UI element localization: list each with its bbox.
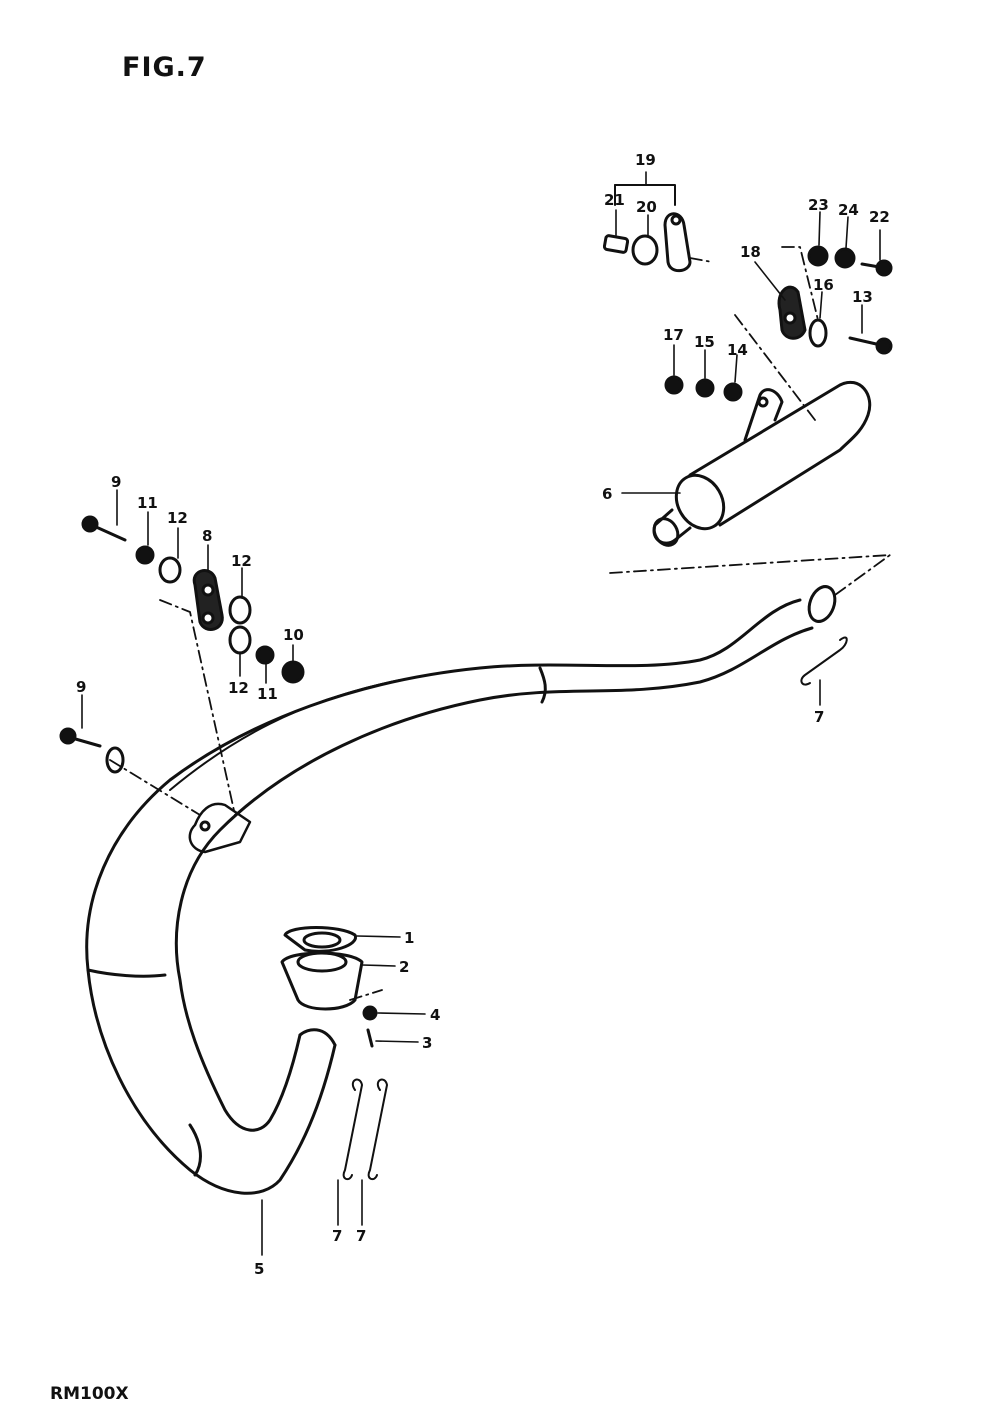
callout-22: 22 — [869, 208, 890, 226]
leader-lines — [81, 171, 881, 1256]
callout-3: 3 — [422, 1034, 432, 1052]
bolt-9-upper — [81, 515, 127, 542]
callout-4: 4 — [430, 1006, 440, 1024]
bracket-8 — [192, 569, 224, 631]
callout-23: 23 — [808, 196, 829, 214]
callout-7-right: 7 — [356, 1227, 366, 1245]
callout-9-lower: 9 — [76, 678, 86, 696]
callout-12-upper: 12 — [167, 509, 188, 527]
callout-8: 8 — [202, 527, 212, 545]
callout-12-middle: 12 — [231, 552, 252, 570]
callout-15: 15 — [694, 333, 715, 351]
alignment-lines — [109, 246, 891, 1001]
callout-12-lower: 12 — [228, 679, 249, 697]
washers-and-nuts — [105, 245, 856, 1048]
callout-7-upper: 7 — [814, 708, 824, 726]
callout-1: 1 — [404, 929, 414, 947]
bolt-22 — [860, 259, 893, 277]
callout-11-upper: 11 — [137, 494, 158, 512]
bolt-9-lower — [59, 727, 102, 748]
gasket-1 — [283, 926, 357, 953]
callout-6: 6 — [602, 485, 612, 503]
callout-18: 18 — [740, 243, 761, 261]
callout-13: 13 — [852, 288, 873, 306]
exhaust-pipe — [85, 585, 837, 1195]
model-code: RM100X — [50, 1384, 129, 1404]
callout-10: 10 — [283, 626, 304, 644]
springs-7 — [342, 636, 848, 1181]
callout-5: 5 — [254, 1260, 264, 1278]
callout-16: 16 — [813, 276, 834, 294]
callout-20: 20 — [636, 198, 657, 216]
callout-2: 2 — [399, 958, 409, 976]
pipe-mount-bracket — [188, 802, 252, 854]
callout-17: 17 — [663, 326, 684, 344]
callout-24: 24 — [838, 201, 859, 219]
figure-title: FIG.7 — [122, 52, 207, 83]
callout-labels: 1 2 3 4 5 6 7 7 7 8 9 9 10 11 11 12 12 1… — [76, 151, 890, 1278]
callout-21: 21 — [604, 191, 625, 209]
bolt-13 — [848, 336, 893, 355]
callout-7-left: 7 — [332, 1227, 342, 1245]
mount-group-19 — [602, 184, 692, 273]
callout-19: 19 — [635, 151, 656, 169]
callout-11-lower: 11 — [257, 685, 278, 703]
gasket-2 — [280, 951, 364, 1011]
callout-14: 14 — [727, 341, 748, 359]
callout-9-upper: 9 — [111, 473, 121, 491]
silencer — [652, 380, 872, 547]
